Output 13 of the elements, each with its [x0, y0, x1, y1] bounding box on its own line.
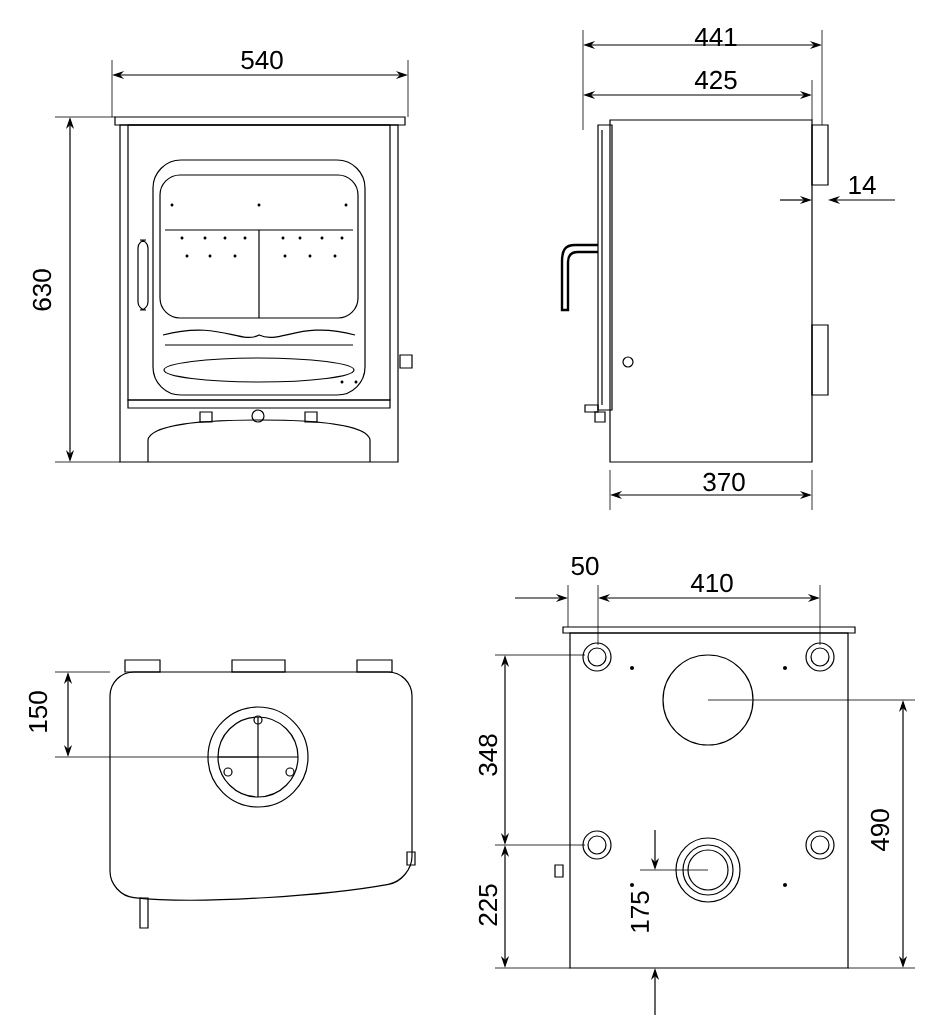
- dimension-label: 490: [870, 809, 890, 852]
- dimension-label: 50: [571, 556, 599, 576]
- dimension-label: 370: [703, 472, 745, 492]
- dimension-label: 348: [478, 734, 498, 776]
- dimension-label: 540: [241, 50, 283, 70]
- dimension-label: 225: [478, 884, 498, 926]
- dimension-label: 175: [630, 891, 650, 932]
- dimension-label: 410: [690, 573, 733, 593]
- dimension-label: 425: [694, 70, 737, 90]
- dimension-label: 630: [32, 269, 52, 311]
- dimension-label: 150: [28, 691, 48, 732]
- dimension-label: 14: [849, 176, 876, 194]
- dimension-label: 441: [694, 28, 737, 46]
